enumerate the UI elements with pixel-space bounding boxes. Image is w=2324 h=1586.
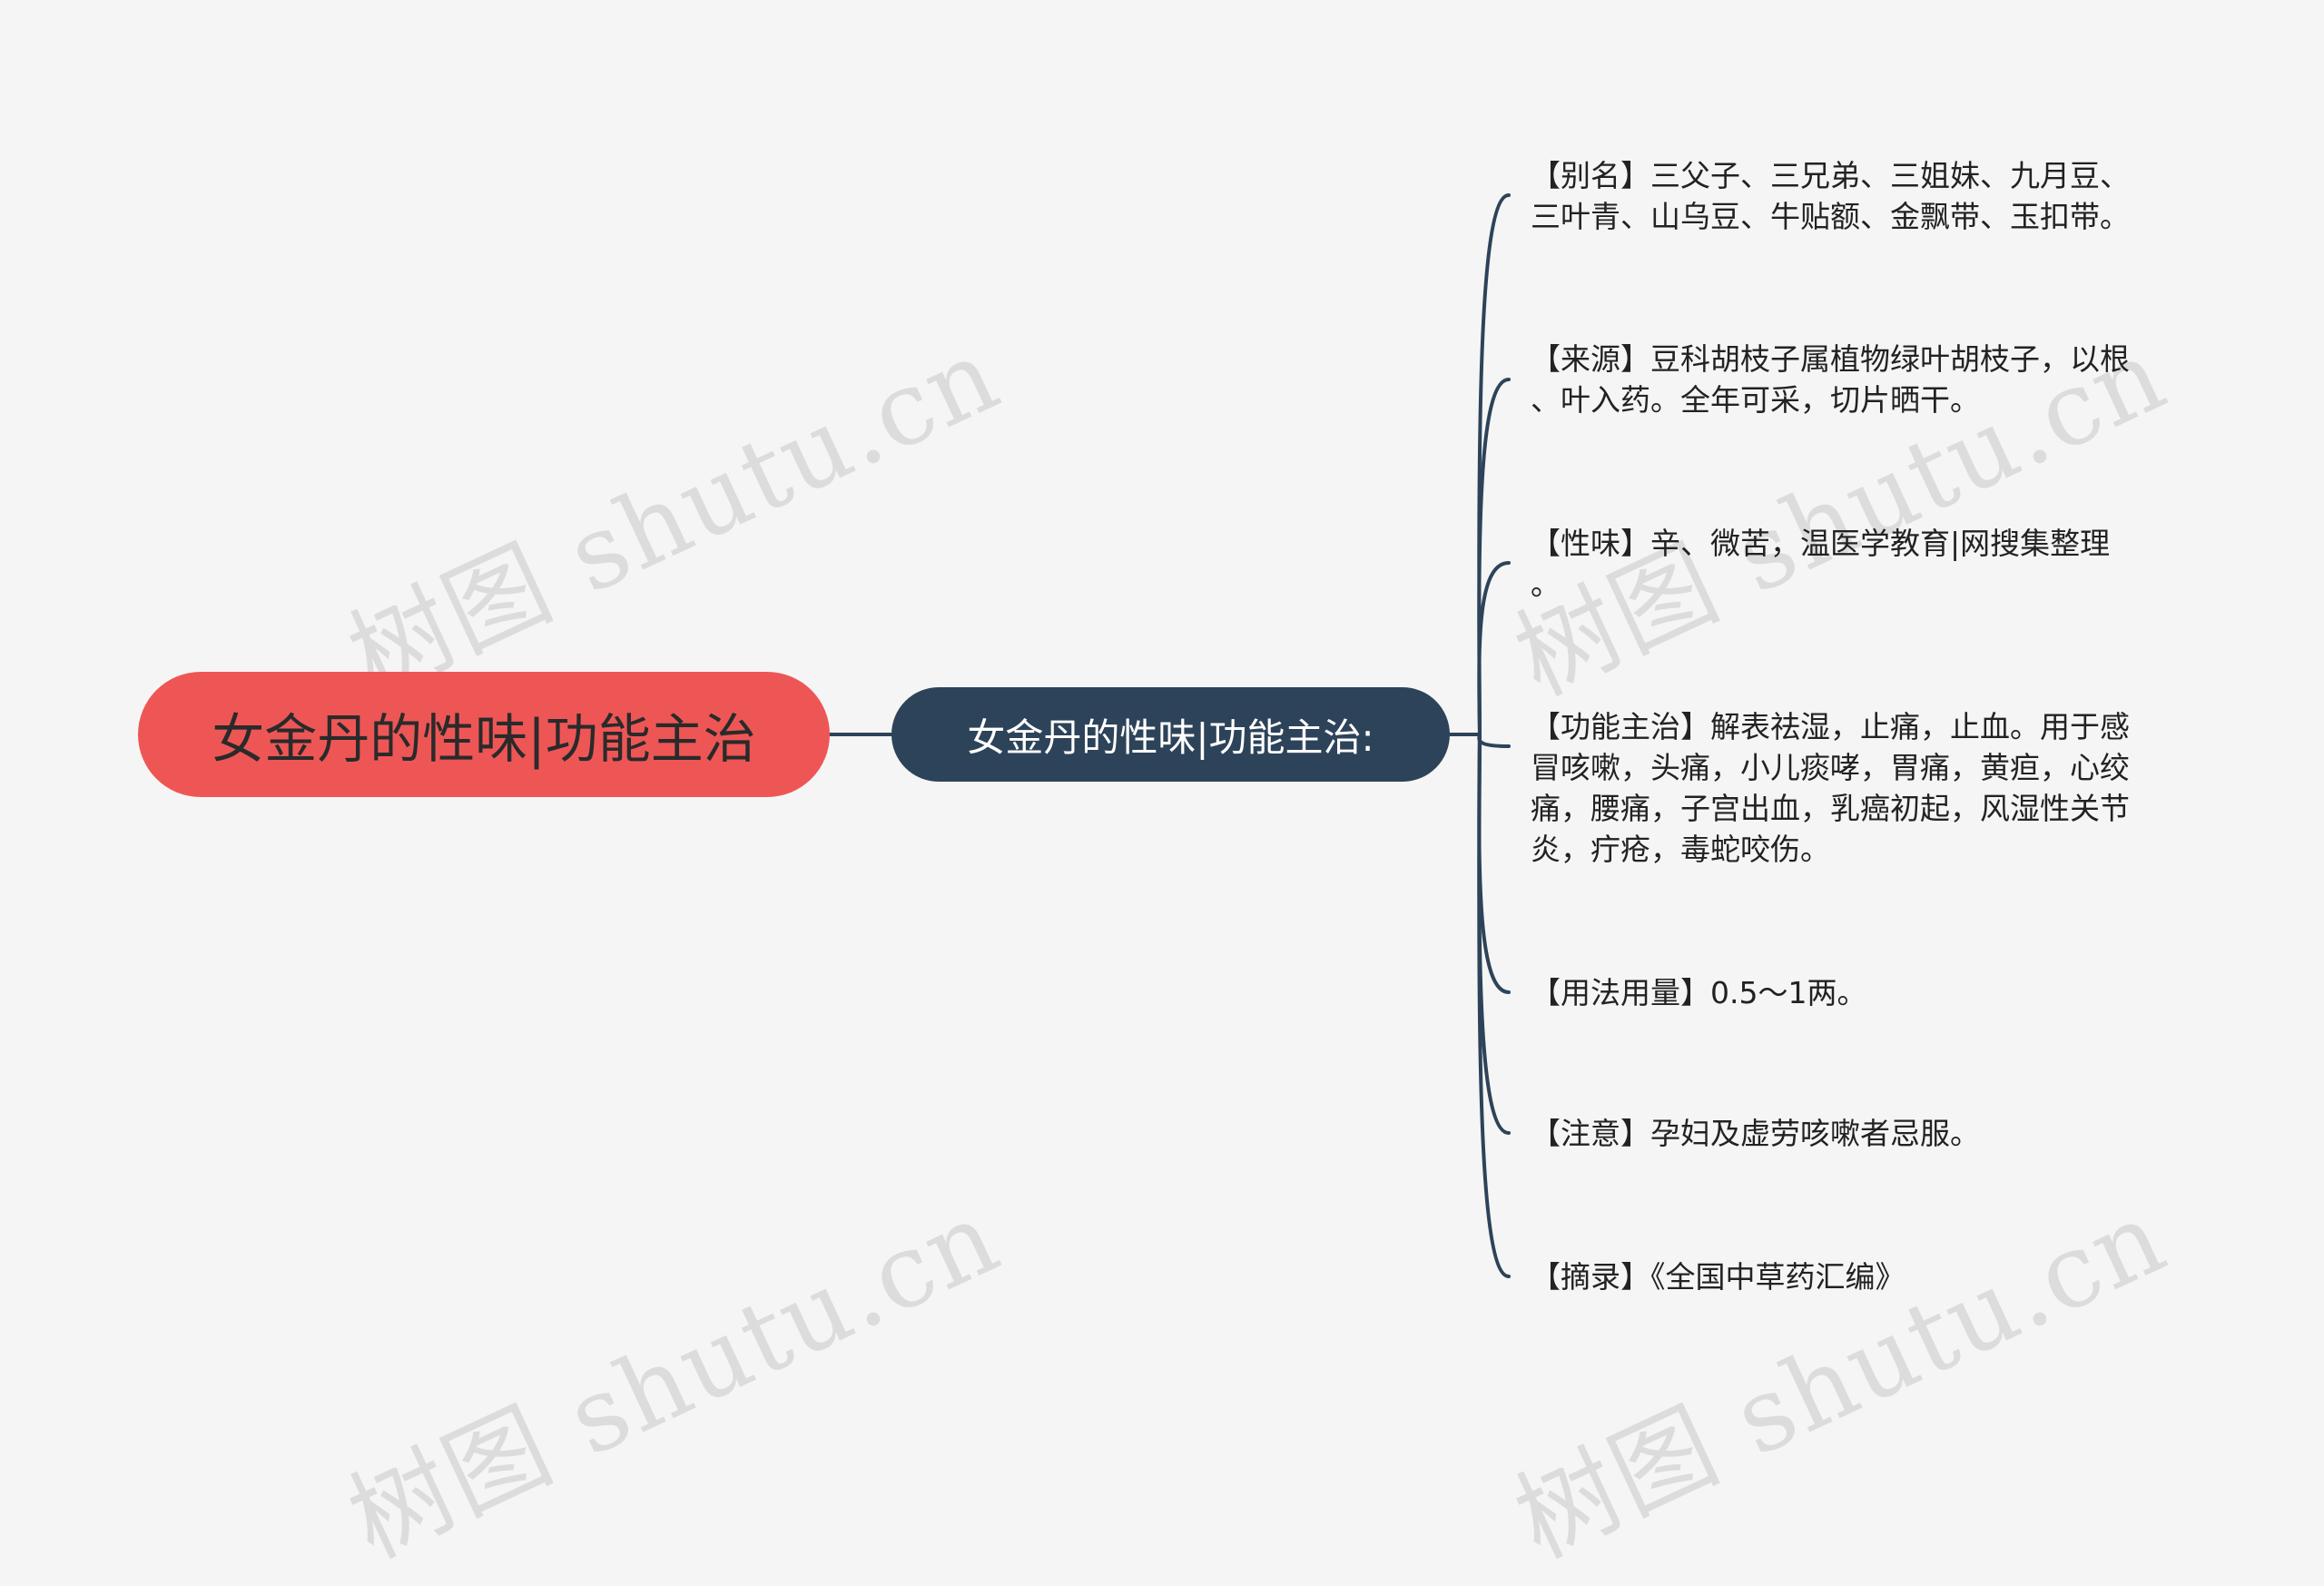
leaf-topic-source[interactable]: 【来源】豆科胡枝子属植物绿叶胡枝子，以根 、叶入药。全年可采，切片晒干。 — [1531, 341, 2130, 418]
leaf-topic-excerpt[interactable]: 【摘录】《全国中草药汇编》 — [1531, 1259, 1905, 1295]
leaf-connector — [1477, 733, 1511, 994]
leaf-topic-dosage[interactable]: 【用法用量】0.5～1两。 — [1531, 975, 1867, 1010]
root-topic-node[interactable]: 女金丹的性味|功能主治 — [138, 672, 830, 797]
leaf-topic-caution[interactable]: 【注意】孕妇及虚劳咳嗽者忌服。 — [1531, 1116, 1980, 1151]
leaf-topic-alias[interactable]: 【别名】三父子、三兄弟、三姐妹、九月豆、 三叶青、山乌豆、牛贴额、金飘带、玉扣带… — [1531, 158, 2130, 234]
leaf-connector — [1477, 733, 1511, 748]
branch-topic-label: 女金丹的性味|功能主治: — [967, 714, 1374, 760]
root-topic-label: 女金丹的性味|功能主治 — [212, 708, 756, 770]
leaf-connector — [1477, 378, 1511, 736]
connector-lines — [828, 193, 1511, 1278]
leaf-topic-nature[interactable]: 【性味】辛、微苦，温医学教育|网搜集整理 。 — [1531, 526, 2111, 602]
mindmap-canvas: 树图 shutu.cn 树图 shutu.cn 树图 shutu.cn 树图 s… — [138, 158, 2183, 1581]
leaf-connector — [1477, 733, 1511, 1278]
leaf-connector — [1477, 561, 1511, 736]
branch-topic-node[interactable]: 女金丹的性味|功能主治: — [891, 687, 1450, 782]
leaf-topic-indications[interactable]: 【功能主治】解表祛湿，止痛，止血。用于感 冒咳嗽，头痛，小儿痰哮，胃痛，黄疸，心… — [1531, 709, 2130, 867]
